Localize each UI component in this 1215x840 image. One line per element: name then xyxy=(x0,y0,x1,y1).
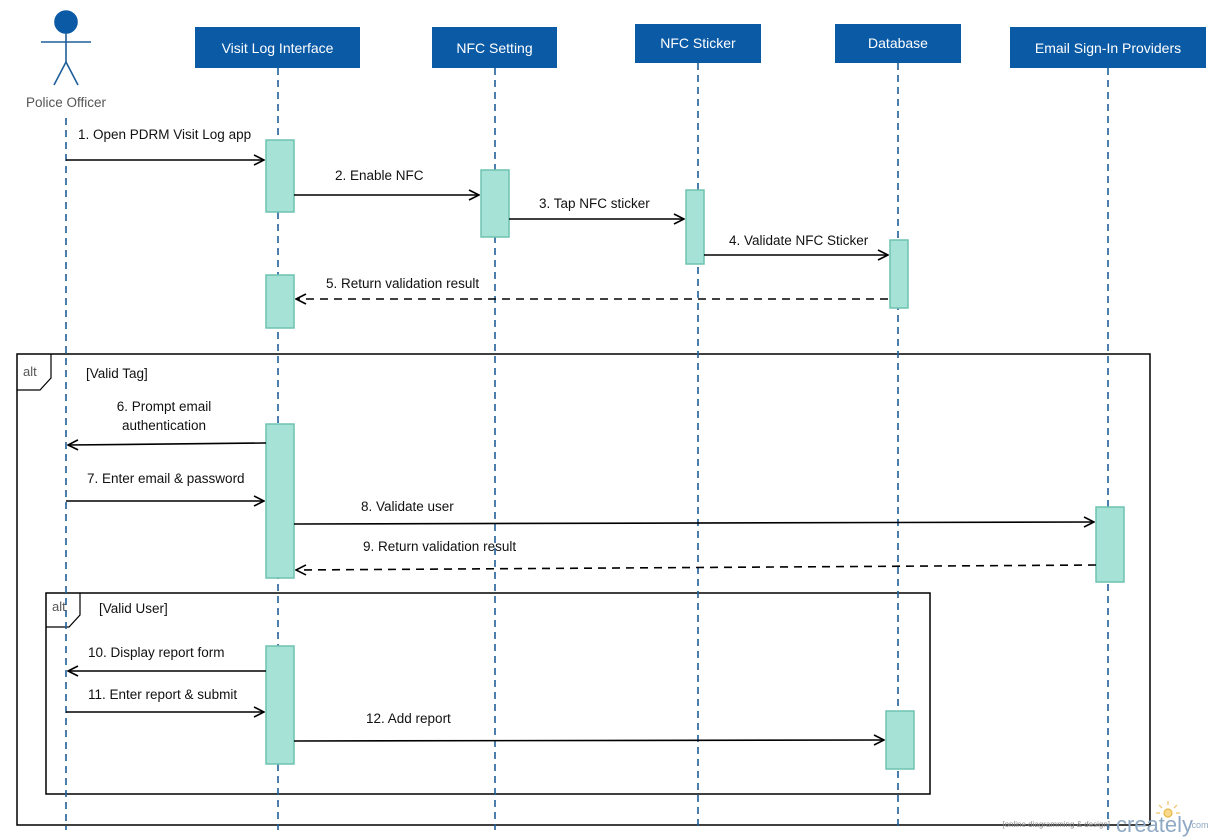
message-label-6-line-2: authentication xyxy=(122,418,206,433)
watermark-tagline: [online diagramming & design] xyxy=(1002,820,1110,829)
message-label-9: 9. Return validation result xyxy=(363,539,516,554)
participant-visit-log-interface: Visit Log Interface xyxy=(195,27,360,68)
message-label-7: 7. Enter email & password xyxy=(87,471,245,486)
participant-label: Email Sign-In Providers xyxy=(1035,40,1181,56)
frame-tag-alt: alt xyxy=(52,599,66,614)
message-label-3: 3. Tap NFC sticker xyxy=(539,196,650,211)
actor-police-officer: Police Officer xyxy=(26,10,107,110)
frame-guard-valid-user: [Valid User] xyxy=(99,601,168,616)
participant-label: NFC Sticker xyxy=(660,35,736,51)
participant-label: Visit Log Interface xyxy=(222,40,334,56)
message-label-2: 2. Enable NFC xyxy=(335,168,424,183)
sun-logo-icon xyxy=(1156,801,1180,818)
message-label-6-line-1: 6. Prompt email xyxy=(117,399,212,414)
watermark-brand: creately xyxy=(1116,812,1193,837)
participant-nfc-setting: NFC Setting xyxy=(432,27,557,68)
activation-bar xyxy=(885,710,915,770)
message-arrow-9 xyxy=(296,564,1097,570)
activation-bars xyxy=(265,139,1125,770)
messages xyxy=(66,160,1097,741)
alt-frame-valid-user: alt [Valid User] xyxy=(45,592,931,795)
activation-bar xyxy=(265,423,295,579)
participant-nfc-sticker: NFC Sticker xyxy=(635,24,761,63)
message-label-5: 5. Return validation result xyxy=(326,276,479,291)
actor-name: Police Officer xyxy=(26,95,107,110)
message-arrow-8 xyxy=(293,522,1094,524)
creately-watermark: [online diagramming & design] creately .… xyxy=(1002,801,1209,837)
participant-label: NFC Setting xyxy=(456,40,532,56)
participant-database: Database xyxy=(835,24,961,63)
activation-bar xyxy=(1095,506,1125,583)
frame-guard-valid-tag: [Valid Tag] xyxy=(86,366,148,381)
activation-bar xyxy=(685,189,705,265)
participant-label: Database xyxy=(868,35,928,51)
participant-email-sign-in-providers: Email Sign-In Providers xyxy=(1010,27,1206,68)
message-label-8: 8. Validate user xyxy=(361,499,454,514)
message-label-4: 4. Validate NFC Sticker xyxy=(729,233,869,248)
activation-bar xyxy=(265,274,295,329)
message-label-10: 10. Display report form xyxy=(88,645,225,660)
lifelines xyxy=(65,63,1109,830)
activation-bar xyxy=(265,139,295,213)
message-labels: 1. Open PDRM Visit Log app 2. Enable NFC… xyxy=(78,127,869,726)
activation-bar xyxy=(480,169,510,238)
message-arrow-12 xyxy=(293,740,884,741)
watermark-suffix: .com xyxy=(1189,820,1209,830)
activation-bar xyxy=(889,239,909,309)
activation-bar xyxy=(265,645,295,765)
alt-frame-valid-tag: alt [Valid Tag] xyxy=(16,353,1151,826)
message-label-1: 1. Open PDRM Visit Log app xyxy=(78,127,251,142)
message-label-11: 11. Enter report & submit xyxy=(88,687,237,702)
message-label-12: 12. Add report xyxy=(366,711,451,726)
frame-tag-alt: alt xyxy=(23,364,37,379)
message-arrow-6 xyxy=(68,443,267,445)
stick-figure-icon xyxy=(41,10,91,86)
